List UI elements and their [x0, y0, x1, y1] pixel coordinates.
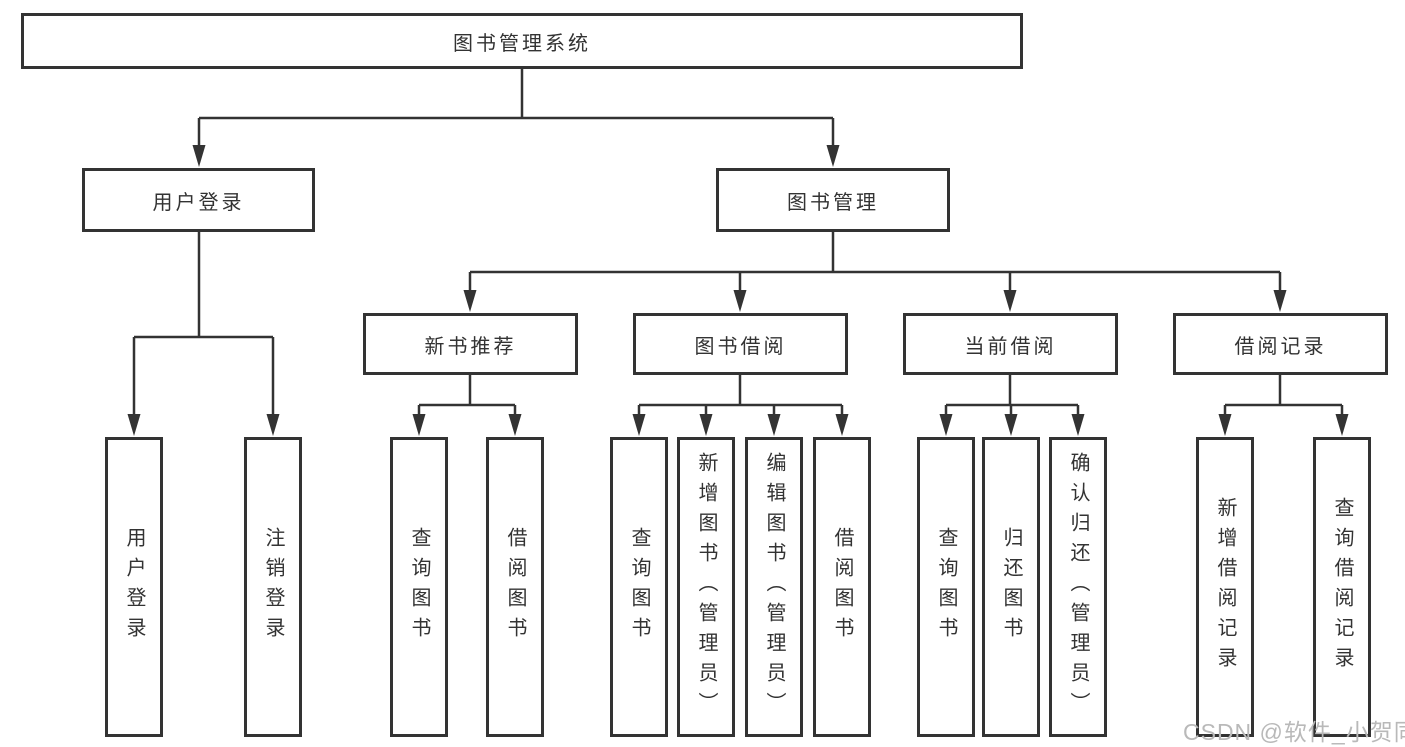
node-user-login: 用户登录: [82, 168, 315, 232]
node-library-management-system: 图书管理系统: [21, 13, 1023, 69]
csdn-watermark: CSDN @软件_小贺同学: [1183, 719, 1405, 745]
leaf-add-books-admin: 新增图书（管理员）: [677, 437, 735, 737]
leaf-borrow-books: 借阅图书: [813, 437, 871, 737]
node-book-management: 图书管理: [716, 168, 950, 232]
leaf-add-borrow-record: 新增借阅记录: [1196, 437, 1254, 737]
leaf-confirm-return-admin: 确认归还（管理员）: [1049, 437, 1107, 737]
node-current-borrow: 当前借阅: [903, 313, 1118, 375]
node-new-book-recommend: 新书推荐: [363, 313, 578, 375]
leaf-query-books-current: 查询图书: [917, 437, 975, 737]
leaf-query-books-recommend: 查询图书: [390, 437, 448, 737]
leaf-return-books: 归还图书: [982, 437, 1040, 737]
leaf-edit-books-admin: 编辑图书（管理员）: [745, 437, 803, 737]
leaf-borrow-books-recommend: 借阅图书: [486, 437, 544, 737]
leaf-query-books-borrow: 查询图书: [610, 437, 668, 737]
arrowhead-icons: [127, 145, 1349, 436]
leaf-user-login: 用户登录: [105, 437, 163, 737]
leaf-logout: 注销登录: [244, 437, 302, 737]
node-book-borrow: 图书借阅: [633, 313, 848, 375]
node-borrow-records: 借阅记录: [1173, 313, 1388, 375]
leaf-query-borrow-record: 查询借阅记录: [1313, 437, 1371, 737]
